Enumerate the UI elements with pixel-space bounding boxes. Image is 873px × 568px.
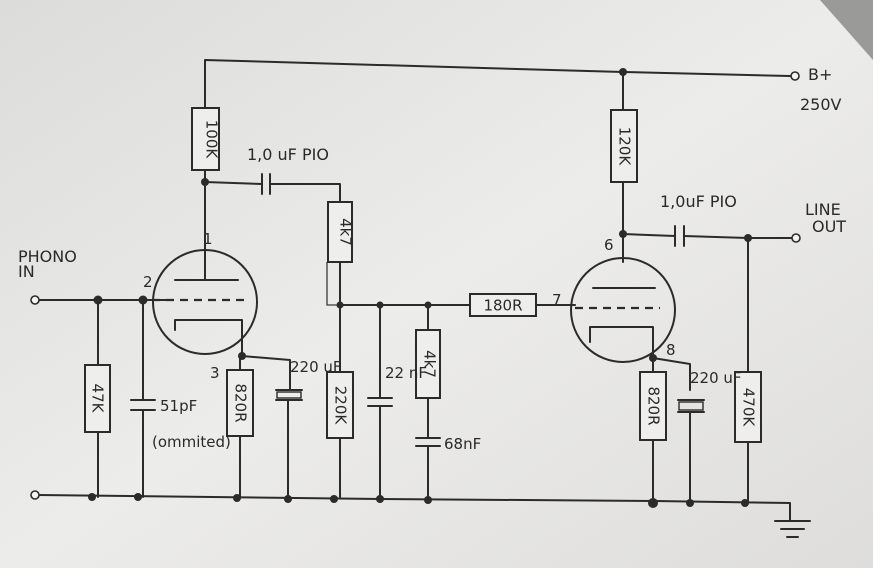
c-couple2-label: 1,0uF PIO	[660, 192, 737, 211]
c-cathode1-label: 220 uF	[290, 358, 342, 376]
capacitor-c-cathode2	[677, 399, 705, 413]
output-label-line1: LINE	[805, 200, 841, 219]
paper-corner	[820, 0, 873, 60]
tube-1-pin-plate: 1	[203, 230, 213, 248]
ground-symbol	[774, 520, 811, 538]
resistor-r-plate1: 100K	[191, 107, 221, 171]
c-eq2-label: 68nF	[444, 435, 481, 453]
c-eq1-label: 22 nF	[385, 364, 427, 382]
supply-label: B+	[808, 65, 832, 84]
resistor-r-output: 470K	[734, 371, 762, 443]
resistor-r-grid-stop: 180R	[469, 293, 537, 317]
capacitor-c-eq1	[367, 397, 393, 407]
tube-2	[570, 257, 676, 363]
c-cathode2-label: 220 uF	[690, 369, 742, 387]
svg-text:220K: 220K	[332, 386, 350, 426]
svg-text:120K: 120K	[616, 127, 634, 167]
phono-ground-terminal	[30, 490, 40, 500]
tube-1-pin-grid: 2	[143, 273, 153, 291]
resistor-r-eq: 4k7	[415, 329, 441, 399]
input-label-line1: PHONO	[18, 247, 77, 266]
tube-2-pin-plate: 6	[604, 236, 614, 254]
capacitor-c-couple1	[261, 173, 271, 195]
tube-1-pin-cathode: 3	[210, 364, 220, 382]
svg-text:100K: 100K	[203, 120, 221, 160]
c-input-label: 51pF	[160, 397, 197, 415]
resistor-r-input: 47K	[84, 364, 111, 433]
tube-2-pin-cathode: 8	[666, 341, 676, 359]
capacitor-c-couple2	[674, 225, 685, 247]
supply-voltage: 250V	[800, 95, 842, 114]
bplus-terminal	[790, 71, 800, 81]
svg-text:470K: 470K	[740, 388, 758, 428]
terminals	[30, 71, 801, 500]
resistor-r-cathode2: 820R	[639, 371, 667, 441]
tube-1-cathode	[174, 319, 243, 331]
tube-2-envelope	[570, 257, 676, 363]
svg-text:820R: 820R	[232, 383, 250, 422]
input-label-line2: IN	[18, 262, 35, 281]
tube-2-pin-grid: 7	[552, 291, 562, 309]
capacitor-c-input	[130, 399, 156, 411]
svg-text:180R: 180R	[483, 297, 522, 315]
tube-2-cathode	[589, 326, 654, 343]
svg-text:47K: 47K	[89, 384, 107, 414]
c-input-note: (ommited)	[152, 433, 231, 451]
phono-in-terminal	[30, 295, 40, 305]
output-label-line2: OUT	[812, 217, 846, 236]
c-couple1-label: 1,0 uF PIO	[247, 145, 329, 164]
capacitor-c-eq2	[415, 437, 441, 447]
tube-1-envelope	[152, 249, 258, 355]
labels: B+ 250V PHONO IN LINE OUT 1 2 3 6 7 8 1,…	[18, 65, 846, 453]
svg-text:4k7: 4k7	[337, 218, 355, 246]
resistor-r-cathode1: 820R	[226, 369, 254, 437]
line-out-terminal	[791, 233, 801, 243]
svg-text:4k7: 4k7	[421, 350, 439, 378]
tube-1	[152, 249, 258, 355]
resistor-r-feedback: 4k7	[327, 201, 355, 263]
junction-dots	[88, 68, 752, 508]
capacitor-c-cathode1	[275, 389, 303, 401]
resistor-r-grid-leak: 220K	[326, 371, 354, 439]
resistor-r-plate2: 120K	[610, 109, 638, 183]
svg-text:820R: 820R	[645, 386, 663, 425]
